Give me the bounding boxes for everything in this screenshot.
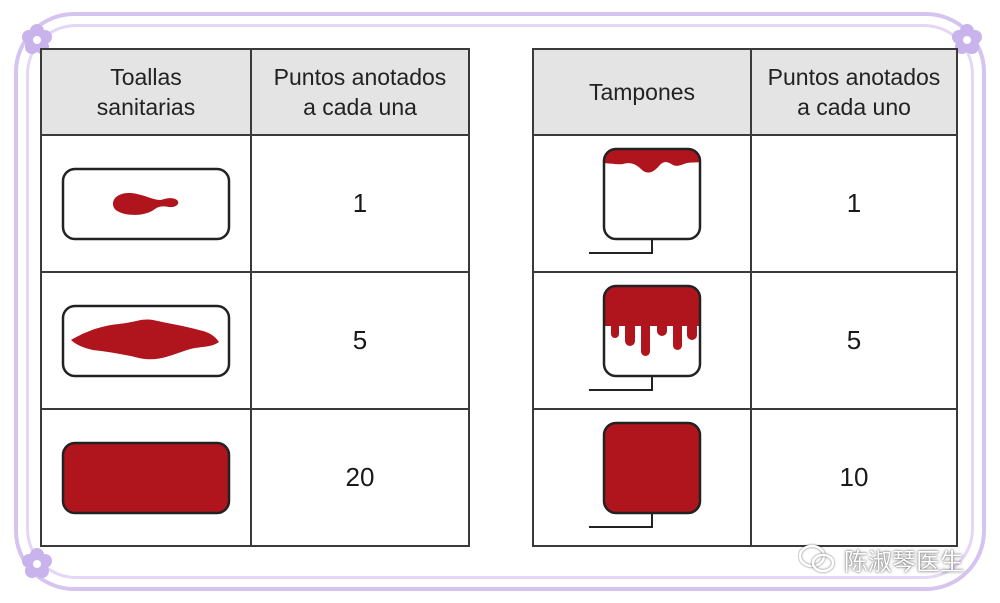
tampon-light-icon (589, 147, 702, 254)
points-value: 5 (750, 271, 958, 410)
decorative-frame-inner (26, 24, 974, 579)
table-row: 5 (532, 271, 958, 410)
tampon-illustration-cell (532, 271, 752, 410)
flower-icon (950, 22, 984, 56)
points-column-header: Puntos anotados a cada uno (750, 48, 958, 136)
tampons-scoring-table: Tampones Puntos anotados a cada uno 1 (532, 48, 958, 547)
tampon-illustration-cell (532, 134, 752, 273)
pads-column-header: Toallas sanitarias (40, 48, 252, 136)
pad-illustration-cell (40, 408, 252, 547)
table-row: 1 (40, 134, 470, 273)
pad-illustration-cell (40, 271, 252, 410)
tampons-column-header: Tampones (532, 48, 752, 136)
watermark-text: 陈淑琴医生 (844, 548, 964, 576)
points-column-header: Puntos anotados a cada una (250, 48, 470, 136)
watermark: 陈淑琴医生 (798, 542, 964, 576)
table-header-row: Tampones Puntos anotados a cada uno (532, 48, 958, 136)
points-value: 20 (250, 408, 470, 547)
points-value: 5 (250, 271, 470, 410)
pad-fully-soaked-icon (61, 441, 231, 514)
table-row: 20 (40, 408, 470, 547)
points-value: 1 (250, 134, 470, 273)
points-value: 1 (750, 134, 958, 273)
tampon-illustration-cell (532, 408, 752, 547)
table-row: 5 (40, 271, 470, 410)
pad-small-stain-icon (61, 167, 231, 240)
tampon-fully-soaked-icon (589, 421, 702, 528)
points-value: 10 (750, 408, 958, 547)
flower-icon (20, 22, 54, 56)
tampon-medium-icon (589, 284, 702, 391)
pads-scoring-table: Toallas sanitarias Puntos anotados a cad… (40, 48, 470, 547)
flower-icon (20, 546, 54, 580)
pad-illustration-cell (40, 134, 252, 273)
wechat-icon (798, 544, 835, 573)
table-row: 1 (532, 134, 958, 273)
table-row: 10 (532, 408, 958, 547)
decorative-frame (14, 12, 986, 591)
pad-medium-stain-icon (61, 304, 231, 377)
table-header-row: Toallas sanitarias Puntos anotados a cad… (40, 48, 470, 136)
